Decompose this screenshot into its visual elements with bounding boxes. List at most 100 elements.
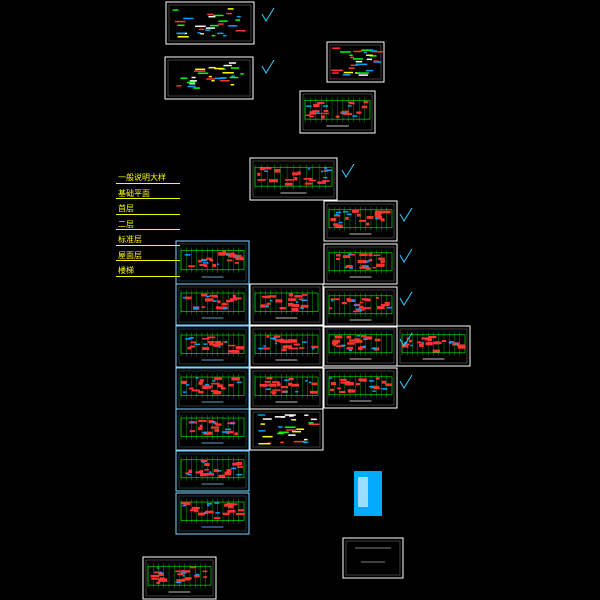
wall-segment bbox=[224, 503, 228, 507]
wall-segment bbox=[209, 259, 214, 262]
drawing-sheet[interactable] bbox=[249, 157, 338, 201]
drawing-sheet[interactable] bbox=[354, 471, 382, 516]
wall-segment bbox=[368, 253, 373, 257]
drawing-sheet[interactable] bbox=[323, 243, 398, 285]
wall-segment bbox=[359, 301, 364, 304]
drawing-sheet[interactable] bbox=[299, 90, 376, 134]
wall-segment bbox=[226, 469, 232, 473]
hatch-mark bbox=[454, 343, 458, 345]
index-item[interactable]: 标准层 bbox=[116, 232, 180, 248]
drawing-sheet[interactable] bbox=[323, 325, 398, 367]
check-mark-icon bbox=[399, 248, 413, 263]
wall-segment bbox=[421, 337, 431, 340]
wall-segment bbox=[288, 293, 294, 297]
wall-segment bbox=[343, 112, 353, 115]
index-item[interactable]: 首层 bbox=[116, 201, 180, 217]
drawing-sheet[interactable] bbox=[396, 325, 471, 367]
wall-segment bbox=[197, 512, 205, 516]
sheet-inner-border bbox=[178, 453, 247, 489]
legend-mark bbox=[289, 415, 294, 417]
index-item[interactable]: 二层 bbox=[116, 217, 180, 233]
wall-segment bbox=[300, 304, 309, 308]
wall-segment bbox=[288, 345, 292, 350]
drawing-sheet[interactable] bbox=[175, 367, 250, 410]
wall-segment bbox=[200, 460, 208, 463]
wall-segment bbox=[269, 383, 277, 387]
index-item[interactable]: 基础平面 bbox=[116, 186, 180, 202]
drawing-sheet[interactable] bbox=[175, 325, 250, 368]
drawing-sheet[interactable] bbox=[249, 367, 324, 410]
wall-segment bbox=[347, 299, 356, 303]
drawing-sheet[interactable] bbox=[342, 537, 404, 579]
drawing-index-legend: 一般说明大样 基础平面 首层 二层 标准层 屋面层 楼梯 bbox=[116, 170, 180, 279]
wall-segment bbox=[331, 341, 339, 345]
drawing-sheet[interactable] bbox=[175, 408, 250, 451]
wall-segment bbox=[375, 377, 380, 380]
wall-segment bbox=[202, 386, 212, 389]
wall-segment bbox=[288, 302, 294, 307]
wall-segment bbox=[349, 102, 355, 105]
drawing-sheet[interactable] bbox=[249, 408, 324, 451]
wall-segment bbox=[373, 387, 381, 390]
drawing-sheet[interactable] bbox=[164, 56, 254, 100]
index-item[interactable]: 楼梯 bbox=[116, 263, 180, 279]
sheet-frame bbox=[326, 41, 385, 83]
hatch-mark bbox=[201, 259, 207, 262]
drawing-sheet[interactable] bbox=[175, 450, 250, 492]
wall-segment bbox=[217, 300, 221, 304]
wall-segment bbox=[198, 419, 207, 422]
legend-mark bbox=[348, 67, 355, 69]
wall-segment bbox=[266, 335, 270, 338]
wall-segment bbox=[353, 210, 360, 213]
wall-segment bbox=[207, 336, 216, 339]
drawing-sheet[interactable] bbox=[323, 286, 398, 328]
index-item[interactable]: 屋面层 bbox=[116, 248, 180, 264]
wall-segment bbox=[348, 101, 354, 104]
wall-segment bbox=[330, 388, 335, 391]
legend-mark bbox=[206, 78, 216, 80]
legend-mark bbox=[343, 71, 354, 74]
wall-segment bbox=[361, 105, 368, 109]
drawing-sheet[interactable] bbox=[175, 283, 250, 326]
drawing-sheet[interactable] bbox=[326, 41, 385, 83]
wall-segment bbox=[356, 213, 361, 217]
legend-mark bbox=[226, 12, 233, 15]
legend-mark bbox=[195, 68, 206, 71]
drawing-sheet[interactable] bbox=[165, 1, 255, 45]
wall-segment bbox=[330, 218, 337, 222]
legend-mark bbox=[194, 70, 206, 72]
check-mark-icon bbox=[261, 7, 275, 22]
wall-segment bbox=[345, 381, 354, 386]
hatch-mark bbox=[202, 431, 207, 434]
wall-segment bbox=[375, 296, 379, 299]
drawing-sheet[interactable] bbox=[249, 283, 324, 326]
sheet-frame bbox=[323, 367, 398, 409]
legend-mark bbox=[280, 441, 284, 444]
wall-segment bbox=[294, 295, 303, 298]
legend-mark bbox=[205, 29, 211, 31]
note-block bbox=[358, 477, 368, 507]
wall-segment bbox=[385, 383, 392, 387]
legend-mark bbox=[280, 416, 285, 418]
drawing-sheet[interactable] bbox=[175, 492, 250, 535]
drawing-sheet[interactable] bbox=[323, 367, 398, 409]
sheet-inner-border bbox=[178, 495, 247, 532]
wall-segment bbox=[197, 427, 203, 430]
hatch-mark bbox=[308, 381, 312, 384]
legend-mark bbox=[260, 423, 265, 425]
drawing-sheet[interactable] bbox=[323, 200, 398, 242]
index-item[interactable]: 一般说明大样 bbox=[116, 170, 180, 186]
drawing-sheet[interactable] bbox=[142, 556, 217, 600]
hatch-mark bbox=[363, 266, 369, 268]
drawing-sheet[interactable] bbox=[249, 325, 324, 368]
wall-segment bbox=[228, 384, 234, 387]
hatch-mark bbox=[187, 473, 192, 476]
drawing-sheet[interactable] bbox=[175, 240, 250, 285]
wall-segment bbox=[304, 182, 313, 185]
wall-segment bbox=[335, 224, 343, 228]
wall-segment bbox=[270, 391, 277, 394]
legend-mark bbox=[177, 24, 185, 27]
hatch-mark bbox=[184, 254, 191, 256]
wall-segment bbox=[179, 579, 185, 582]
sheet-inner-border bbox=[178, 328, 247, 365]
